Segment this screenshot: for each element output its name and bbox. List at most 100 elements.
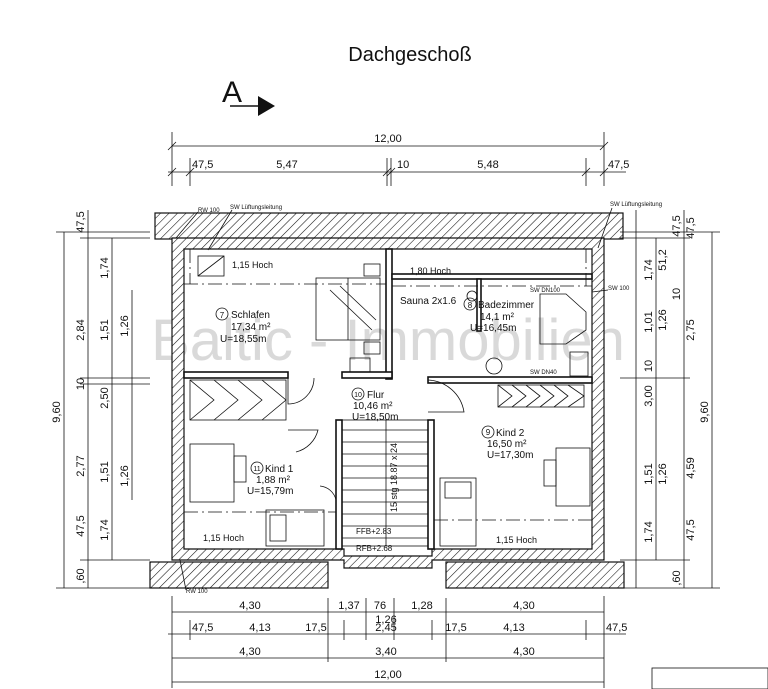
room-area: 16,50 m² <box>487 439 527 450</box>
dim-top-2: 5,47 <box>276 159 297 171</box>
dim-right-c3-1: 47,5 <box>685 217 697 238</box>
stairs <box>341 419 429 547</box>
dim-left-c1-3: 10 <box>75 378 87 390</box>
dimension-right: 9,60 47,5 1,74 1,01 10 3,00 1,51 1,74 ,6… <box>620 210 720 589</box>
dim-right-c3-2: 2,75 <box>685 319 697 340</box>
dim-right-c1-3: 1,01 <box>643 311 655 332</box>
dim-right-c1-6: 1,51 <box>643 463 655 484</box>
room-perimeter: U=15,79m <box>247 486 293 497</box>
room-area: 1,88 m² <box>256 475 291 486</box>
dim-bottom-r2-3: 17,5 <box>305 622 326 634</box>
rw-top-label: RW 100 <box>198 208 220 214</box>
room-perimeter: U=17,30m <box>487 450 533 461</box>
dim-top-1: 47,5 <box>192 159 213 171</box>
height-label-180: 1,80 Hoch <box>410 266 451 276</box>
dim-bottom-r2-1: 47,5 <box>192 622 213 634</box>
dimension-bottom: 4,30 1,37 76 1,28 4,30 1,26 47,5 4,13 17… <box>168 596 768 689</box>
dim-left-c3-2: 1,26 <box>119 465 131 486</box>
dim-right-c3-3: 4,59 <box>685 457 697 478</box>
swdn40-label: SW DN40 <box>530 370 557 376</box>
dim-left-c2-1: 1,74 <box>99 257 111 278</box>
sw100-label: SW 100 <box>608 286 630 292</box>
dim-bottom-r3-1: 4,30 <box>239 646 260 658</box>
dim-right-c1-7: 1,74 <box>643 521 655 542</box>
dimension-top: 12,00 47,5 5,47 10 5,48 47,5 <box>167 132 629 186</box>
dim-left-c2-5: 1,74 <box>99 519 111 540</box>
dim-bottom-r2-7: 47,5 <box>606 622 627 634</box>
height-label-br: 1,15 Hoch <box>496 535 537 545</box>
dim-left-c1-5: 47,5 <box>75 515 87 536</box>
rw-bottom-label: RW 100 <box>186 589 208 595</box>
dim-left-c1-1: 47,5 <box>75 211 87 232</box>
dim-left-total: 9,60 <box>51 401 63 422</box>
height-label-bl: 1,15 Hoch <box>203 533 244 543</box>
room-area: 10,46 m² <box>353 401 393 412</box>
section-marker-letter: A <box>222 76 242 109</box>
dim-right-c2-1: 51,2 <box>657 249 669 270</box>
plan-title: Dachgeschoß <box>348 44 472 66</box>
rfb-label: RFB+2.68 <box>356 544 393 553</box>
dim-bottom-total: 12,00 <box>374 669 402 681</box>
room-area: 17,34 m² <box>231 322 271 333</box>
dim-right-c1-2: 1,74 <box>643 259 655 280</box>
dim-right-c1-1: 47,5 <box>671 215 683 236</box>
dim-bottom-r1-1: 4,30 <box>239 600 260 612</box>
room-name: Kind 2 <box>496 428 525 439</box>
dim-bottom-r1b: 1,26 <box>375 614 396 626</box>
room-number: 8 <box>468 301 473 310</box>
room-number: 9 <box>486 428 491 437</box>
dim-right-c2-4: 1,26 <box>657 463 669 484</box>
room-schlafen: 7 Schlafen 17,34 m² U=18,55m <box>215 307 271 345</box>
dim-bottom-r1-3: 76 <box>374 600 386 612</box>
room-perimeter: U=18,55m <box>220 334 266 345</box>
room-name: Flur <box>367 390 385 401</box>
annotations: Sauna 2x1.6 15 stg 18.87 x 24 FFB+2.83 R… <box>175 202 662 595</box>
outer-walls <box>171 237 605 569</box>
dim-bottom-r2-4: 2,45 <box>375 622 396 634</box>
dimension-left: 9,60 47,5 2,84 10 2,77 47,5 ,60 1,74 1,5… <box>51 210 150 589</box>
dim-right-c1-8: ,60 <box>671 570 683 585</box>
section-marker: A <box>222 76 275 116</box>
dim-right-c2-3: 1,26 <box>657 309 669 330</box>
dim-top-3: 10 <box>397 159 409 171</box>
room-badezimmer: 8 Badezimmer 14,1 m² U=16,45m <box>463 297 535 334</box>
dim-left-c1-6: ,60 <box>75 568 87 583</box>
dim-bottom-r3-2: 3,40 <box>375 646 396 658</box>
knee-wall-lines <box>184 249 592 521</box>
swdn100-label: SW DN100 <box>530 288 561 294</box>
room-area: 14,1 m² <box>480 312 515 323</box>
dim-bottom-r1-5: 4,30 <box>513 600 534 612</box>
interior-walls <box>183 248 593 550</box>
dim-left-c3-1: 1,26 <box>119 315 131 336</box>
dim-right-c3-4: 47,5 <box>685 519 697 540</box>
room-number: 11 <box>253 466 260 473</box>
room-perimeter: U=16,45m <box>470 323 516 334</box>
room-name: Badezimmer <box>478 300 535 311</box>
dim-left-c2-3: 2,50 <box>99 387 111 408</box>
room-flur: 10 Flur 10,46 m² U=18,50m <box>351 387 398 423</box>
dim-bottom-r1-4: 1,28 <box>411 600 432 612</box>
sw-top-right-label: SW Lüftungsleitung <box>610 202 662 208</box>
room-kind2: 9 Kind 2 16,50 m² U=17,30m <box>481 425 533 461</box>
dim-bottom-r2-5: 17,5 <box>445 622 466 634</box>
room-perimeter: U=18,50m <box>352 412 398 423</box>
dim-right-c1-5: 3,00 <box>643 385 655 406</box>
dim-top-5: 47,5 <box>608 159 629 171</box>
stairs-label: 15 stg 18.87 x 24 <box>389 443 399 512</box>
sauna-label: Sauna 2x1.6 <box>400 296 457 307</box>
dim-right-total: 9,60 <box>699 401 711 422</box>
dim-left-c1-2: 2,84 <box>75 319 87 340</box>
room-kind1: 11 Kind 1 1,88 m² U=15,79m <box>247 461 294 497</box>
furniture <box>189 255 591 547</box>
dim-top-total: 12,00 <box>374 133 402 145</box>
sw-top-left-label: SW Lüftungsleitung <box>230 205 282 211</box>
dim-bottom-r1-2: 1,37 <box>338 600 359 612</box>
dim-left-c2-2: 1,51 <box>99 319 111 340</box>
room-name: Schlafen <box>231 310 270 321</box>
dim-right-c1-4: 10 <box>643 360 655 372</box>
room-number: 10 <box>354 392 362 399</box>
doors <box>287 377 465 501</box>
dim-right-c2-2: 10 <box>671 288 683 300</box>
dim-top-4: 5,48 <box>477 159 498 171</box>
